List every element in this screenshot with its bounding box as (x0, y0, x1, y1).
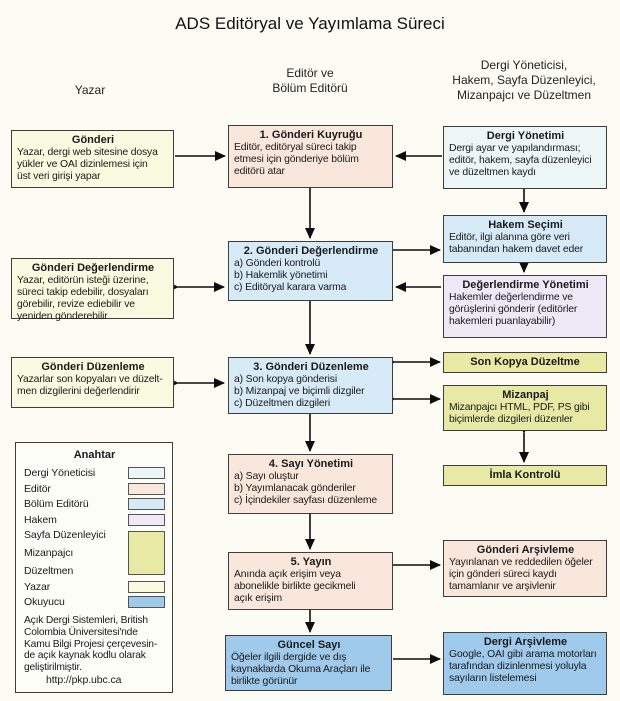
box-title: 1. Gönderi Kuyruğu (259, 129, 363, 141)
box-gonderi-title: Gönderi (71, 134, 115, 146)
column-header-manager: Dergi Yöneticisi, Hakem, Sayfa Düzenleyi… (452, 58, 596, 102)
box-body: Editör, editöryal süreci takip etmesi iç… (234, 141, 359, 178)
box-body: Yazarlar son kopyaları ve düzelt- men di… (17, 373, 163, 398)
box-title: Hakem Seçimi (488, 219, 563, 231)
box-gonderi: Gönderi Yazar, dergi web sitesine dosya … (11, 130, 174, 188)
box-body: Google, OAI gibi arama motorları tarafın… (449, 648, 597, 685)
box-title: Gönderi Düzenleme (41, 361, 145, 373)
box-dergi-arsivleme: Dergi Arşivleme Google, OAI gibi arama m… (443, 632, 607, 695)
box-gonderi-body: Yazar, dergi web sitesine dosya yükler v… (17, 146, 158, 183)
box-title: 3. Gönderi Düzenleme (253, 361, 369, 373)
box-title: Mizanpaj (502, 389, 549, 401)
box-body: Anında açık erişim veya abonelikle birli… (234, 568, 356, 605)
box-title: Son Kopya Düzeltme (470, 356, 580, 369)
legend-label: Yazar (24, 580, 51, 593)
legend-swatch-reader (128, 596, 165, 608)
legend-swatch-production (128, 531, 165, 575)
column-header-editor: Editör ve Bölüm Editörü (272, 66, 348, 95)
box-son-kopya-duzeltme: Son Kopya Düzeltme (443, 352, 607, 373)
legend-label: Okuyucu (24, 596, 65, 608)
box-gonderi-degerlendirme-editor: 2. Gönderi Değerlendirme a) Gönderi kont… (228, 241, 393, 301)
box-gonderi-degerlendirme-yazar: Gönderi Değerlendirme Yazar, editörün is… (11, 258, 174, 322)
box-body: Yazar, editörün isteği üzerine, süreci t… (17, 274, 149, 323)
box-title: Gönderi Arşivleme (476, 544, 575, 556)
box-title: 5. Yayın (290, 556, 332, 568)
page-title: ADS Editöryal ve Yayımlama Süreci (175, 14, 445, 33)
box-title: Gönderi Değerlendirme (31, 262, 155, 274)
legend-row-manager: Dergi Yöneticisi (24, 467, 165, 479)
box-body: a) Son kopya gönderisi b) Mizanpaj ve bi… (234, 373, 365, 410)
column-header-author: Yazar (74, 83, 106, 97)
box-body: Mizanpajcı HTML, PDF, PS gibi biçimlerde… (449, 401, 590, 426)
box-title: Güncel Sayı (277, 639, 341, 651)
legend-label: Hakem (24, 513, 57, 526)
legend-label: Mizanpajcı (24, 547, 74, 559)
legend-row-reviewer: Hakem (24, 513, 165, 526)
legend-row-author: Yazar (24, 580, 165, 593)
box-title: Dergi Yönetimi (486, 130, 565, 142)
box-title: Değerlendirme Yönetimi (462, 279, 589, 291)
legend-swatch-author (128, 580, 165, 593)
legend-note: Açık Dergi Sistemleri, British Colombia … (24, 615, 158, 674)
legend-label: Dergi Yöneticisi (24, 467, 96, 479)
box-dergi-yonetimi: Dergi Yönetimi Dergi ayar ve yapılandırm… (443, 126, 607, 189)
legend-swatch-editor (128, 482, 165, 495)
legend-row-section-editor: Bölüm Editörü (24, 498, 165, 510)
legend-label: Editör (24, 482, 51, 495)
box-title: İmla Kontrolü (489, 469, 561, 482)
box-gonderi-duzenleme-editor: 3. Gönderi Düzenleme a) Son kopya gönder… (228, 357, 393, 414)
box-yayin: 5. Yayın Anında açık erişim veya aboneli… (228, 552, 393, 610)
box-gonderi-arsivleme: Gönderi Arşivleme Yayınlanan ve reddedil… (443, 540, 607, 597)
box-title: Dergi Arşivleme (483, 636, 568, 648)
box-title: 4. Sayı Yönetimi (268, 458, 354, 470)
box-gonderi-kuyrugu: 1. Gönderi Kuyruğu Editör, editöryal sür… (228, 125, 393, 188)
legend-swatch-manager (128, 467, 165, 479)
box-title: 2. Gönderi Değerlendirme (243, 245, 379, 257)
box-guncel-sayi: Güncel Sayı Öğeler ilgili dergide ve dış… (225, 635, 392, 691)
box-body: a) Sayı oluştur b) Yayımlanacak gönderil… (234, 470, 378, 507)
box-degerlendirme-yonetimi: Değerlendirme Yönetimi Hakemler değerlen… (443, 275, 607, 338)
legend-swatch-reviewer (128, 513, 165, 526)
legend-row-reader: Okuyucu (24, 596, 165, 608)
legend-row-production: Sayfa Düzenleyici Mizanpajcı Düzeltmen (24, 529, 165, 577)
legend-url: http://pkp.ubc.ca (46, 674, 122, 687)
box-imla-kontrolu: İmla Kontrolü (443, 465, 607, 486)
legend: Anahtar Dergi Yöneticisi Editör Bölüm Ed… (15, 442, 173, 693)
legend-swatch-section-editor (128, 498, 165, 510)
legend-label: Bölüm Editörü (24, 498, 89, 510)
box-mizanpaj: Mizanpaj Mizanpajcı HTML, PDF, PS gibi b… (443, 385, 607, 431)
box-body: Editör, ilgi alanına göre veri tabanında… (449, 231, 584, 256)
box-body: Dergi ayar ve yapılandırması; editör, ha… (449, 142, 592, 179)
box-body: a) Gönderi kontrolü b) Hakemlik yönetimi… (234, 257, 347, 294)
box-sayi-yonetimi: 4. Sayı Yönetimi a) Sayı oluştur b) Yayı… (228, 454, 393, 514)
legend-row-editor: Editör (24, 482, 165, 495)
box-body: Öğeler ilgili dergide ve dış kaynaklarda… (231, 651, 371, 688)
box-gonderi-duzenleme-yazar: Gönderi Düzenleme Yazarlar son kopyaları… (11, 357, 174, 408)
box-hakem-secimi: Hakem Seçimi Editör, ilgi alanına göre v… (443, 215, 607, 263)
legend-title: Anahtar (73, 449, 116, 461)
legend-label: Sayfa Düzenleyici (24, 529, 106, 541)
box-body: Hakemler değerlendirme ve görüşlerini gö… (449, 291, 578, 328)
legend-label: Düzeltmen (24, 565, 74, 577)
box-body: Yayınlanan ve reddedilen öğeler için gön… (449, 556, 593, 593)
